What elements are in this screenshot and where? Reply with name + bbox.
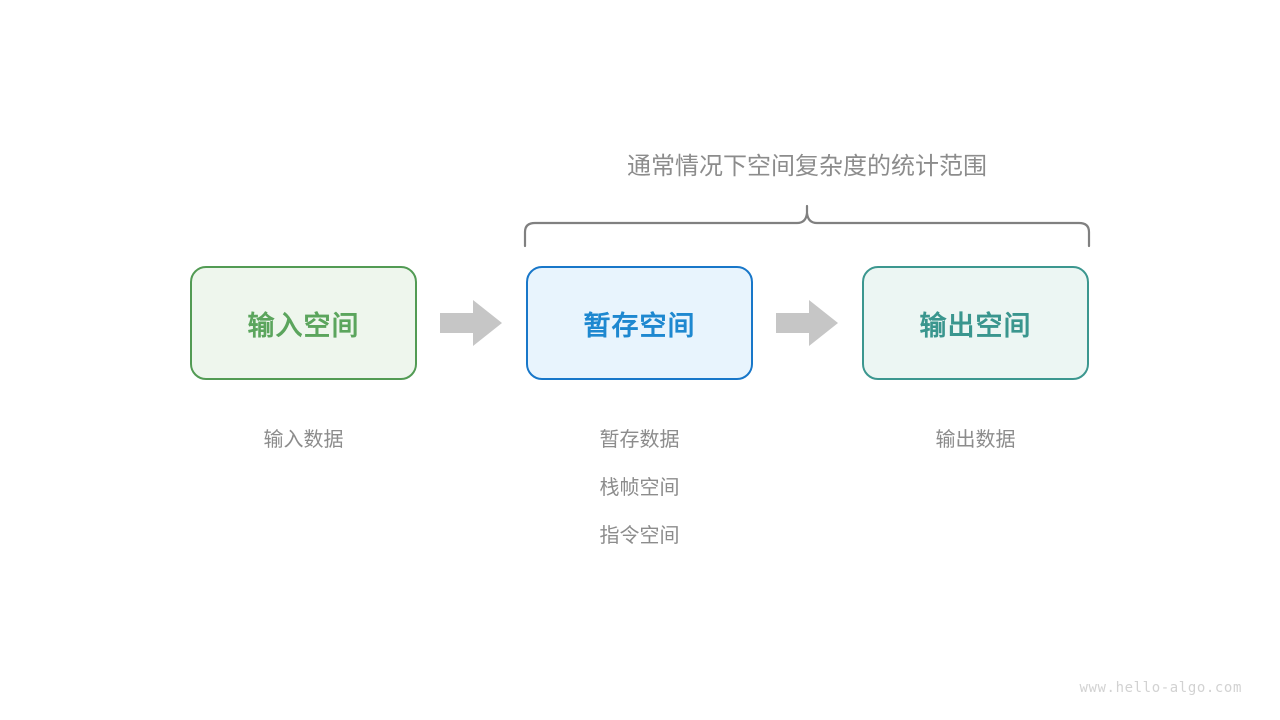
box-input-space: 输入空间 [190,266,417,380]
caption-line: 指令空间 [599,525,680,547]
watermark: www.hello-algo.com [1079,680,1242,696]
box-output-space: 输出空间 [862,266,1089,380]
caption-line: 输出数据 [935,429,1016,451]
caption-input-space: 输入数据 [190,416,417,464]
caption-line: 暂存数据 [599,429,680,451]
caption-output-space: 输出数据 [862,416,1089,464]
curly-brace-icon [523,204,1091,248]
scope-title-suffix: 的统计范围 [867,153,987,180]
scope-title: 通常情况下空间复杂度的统计范围 [627,146,987,181]
scope-title-emphasis: 空间复杂度 [747,153,867,180]
box-temp-space-label: 暂存空间 [583,310,696,341]
box-temp-space: 暂存空间 [526,266,753,380]
box-output-space-label: 输出空间 [919,310,1032,341]
caption-line: 栈帧空间 [599,477,680,499]
box-input-space-label: 输入空间 [247,310,360,341]
arrow-right-icon [776,300,838,346]
arrow-right-icon [440,300,502,346]
caption-line: 输入数据 [263,429,344,451]
scope-title-prefix: 通常情况下 [627,153,747,180]
caption-temp-space: 暂存数据 栈帧空间 指令空间 [526,416,753,560]
